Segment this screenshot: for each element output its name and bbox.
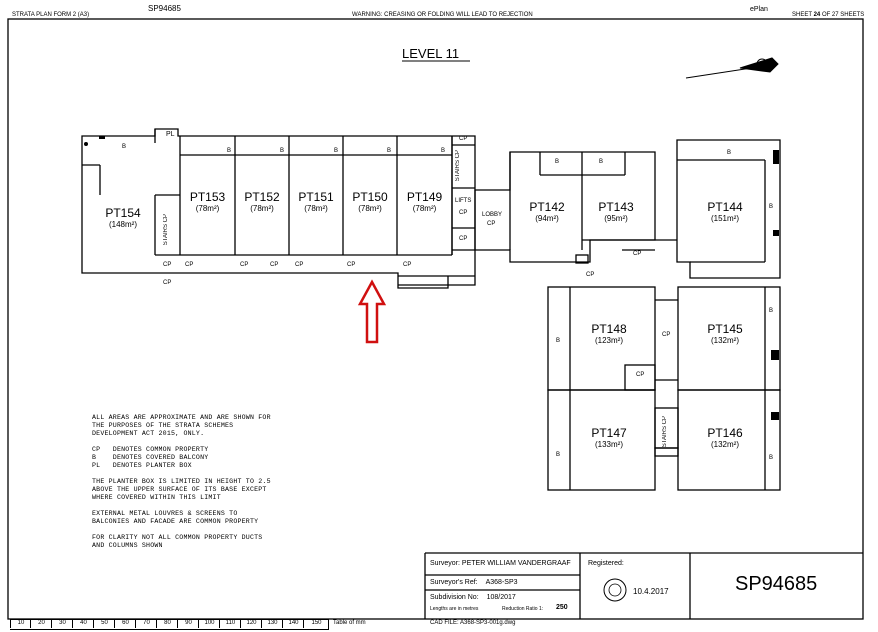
cad-file: CAD FILE: A368-SP3-001g.dwg — [430, 620, 516, 626]
plan-notes: ALL AREAS ARE APPROXIMATE AND ARE SHOWN … — [92, 414, 271, 549]
unit-pt152: PT152(78m²) — [244, 190, 280, 213]
ruler-tick: 40 — [72, 619, 94, 628]
ruler-tick: 50 — [93, 619, 115, 628]
red-arrow-indicator — [357, 279, 387, 344]
cp-label: CP — [633, 251, 642, 257]
cp-label: CP — [270, 262, 279, 268]
unit-pt154: PT154(148m²) — [105, 206, 141, 229]
sheet-border — [7, 18, 864, 620]
scale-ruler — [10, 619, 329, 630]
balcony-label: B — [334, 148, 339, 154]
eplan-label: ePlan — [750, 6, 768, 13]
left-wing-outline — [81, 128, 476, 289]
balcony-label: B — [122, 144, 127, 150]
ruler-tick: 70 — [135, 619, 157, 628]
balcony-label: B — [227, 148, 232, 154]
unit-pt151: PT151(78m²) — [298, 190, 334, 213]
unit-pt143: PT143(95m²) — [598, 200, 634, 223]
cp-label: CP — [295, 262, 304, 268]
balcony-label: B — [556, 452, 561, 458]
balcony-label: B — [441, 148, 446, 154]
ruler-tick: 20 — [30, 619, 52, 628]
pt144-outline — [676, 139, 781, 279]
registration-date: 10.4.2017 — [633, 587, 669, 596]
ruler-tick: 10 — [10, 619, 31, 628]
ruler-tick: 150 — [303, 619, 329, 628]
unit-pt146: PT146(132m²) — [707, 426, 743, 449]
registration-seal — [603, 578, 627, 602]
cp-label: CP — [459, 236, 468, 242]
plan-number: SP94685 — [735, 573, 818, 595]
surveyor-row: Surveyor: PETER WILLIAM VANDERGRAAF — [430, 560, 571, 567]
balcony-label: B — [387, 148, 392, 154]
cp-label: CP — [459, 210, 468, 216]
cp-label: CP — [185, 262, 194, 268]
unit-pt147: PT147(133m²) — [591, 426, 627, 449]
balcony-label: B — [769, 308, 774, 314]
reduction-label: Reduction Ratio 1: — [502, 606, 544, 612]
lobby-label: LOBBY — [482, 212, 503, 218]
reduction-ratio: 250 — [556, 604, 568, 611]
stairs-label: STAIRS CP — [455, 150, 461, 182]
level-title: LEVEL 11 — [402, 46, 460, 61]
lifts-label: LIFTS — [455, 198, 472, 204]
stairs-label: STAIRS CP — [662, 416, 668, 448]
plan-form-label: STRATA PLAN FORM 2 (A3) — [12, 12, 90, 18]
surveyor-ref-row: Surveyor's Ref: A368-SP3 — [430, 579, 518, 586]
ruler-tick: 120 — [240, 619, 262, 628]
unit-pt145: PT145(132m²) — [707, 322, 743, 345]
cp-label: CP — [586, 272, 595, 278]
subdivision-row: Subdivision No: 108/2017 — [430, 594, 516, 601]
cp-label: CP — [403, 262, 412, 268]
ruler-tick: 90 — [177, 619, 199, 628]
cp-label: CP — [662, 332, 671, 338]
ruler-tick: 60 — [114, 619, 136, 628]
stairs-label: STAIRS CP — [163, 214, 169, 246]
cp-label: CP — [347, 262, 356, 268]
sheet-indicator: SHEET 24 OF 27 SHEETS — [792, 12, 865, 18]
planter-label: PL — [166, 131, 175, 138]
balcony-label: B — [769, 455, 774, 461]
centre-block-outline — [474, 151, 656, 263]
north-arrow — [685, 57, 779, 79]
balcony-label: B — [555, 159, 560, 165]
balcony-label: B — [727, 150, 732, 156]
balcony-label: B — [599, 159, 604, 165]
ruler-tick: 30 — [51, 619, 73, 628]
cp-label: CP — [636, 372, 645, 378]
cp-label: CP — [459, 136, 468, 142]
ruler-tick: 130 — [261, 619, 283, 628]
plan-number-top: SP94685 — [148, 4, 181, 13]
lengths-note: Lengths are in metres — [430, 606, 479, 612]
ruler-caption: Table of mm — [333, 620, 366, 626]
cp-label: CP — [163, 262, 172, 268]
unit-pt153: PT153(78m²) — [189, 190, 226, 213]
unit-pt150: PT150(78m²) — [352, 190, 388, 213]
unit-pt144: PT144(151m²) — [707, 200, 743, 223]
ruler-tick: 100 — [198, 619, 220, 628]
ruler-tick: 80 — [156, 619, 178, 628]
unit-pt149: PT149(78m²) — [406, 190, 443, 213]
unit-pt142: PT142(94m²) — [529, 200, 565, 223]
unit-pt148: PT148(123m²) — [591, 322, 627, 345]
balcony-label: B — [769, 204, 774, 210]
ruler-tick: 140 — [282, 619, 304, 628]
registered-label: Registered: — [588, 560, 624, 567]
warning-text: WARNING: CREASING OR FOLDING WILL LEAD T… — [352, 12, 533, 18]
ruler-tick: 110 — [219, 619, 241, 628]
balcony-label: B — [280, 148, 285, 154]
cp-label: CP — [487, 221, 496, 227]
cp-label: CP — [163, 280, 172, 286]
cp-label: CP — [240, 262, 249, 268]
balcony-label: B — [556, 338, 561, 344]
